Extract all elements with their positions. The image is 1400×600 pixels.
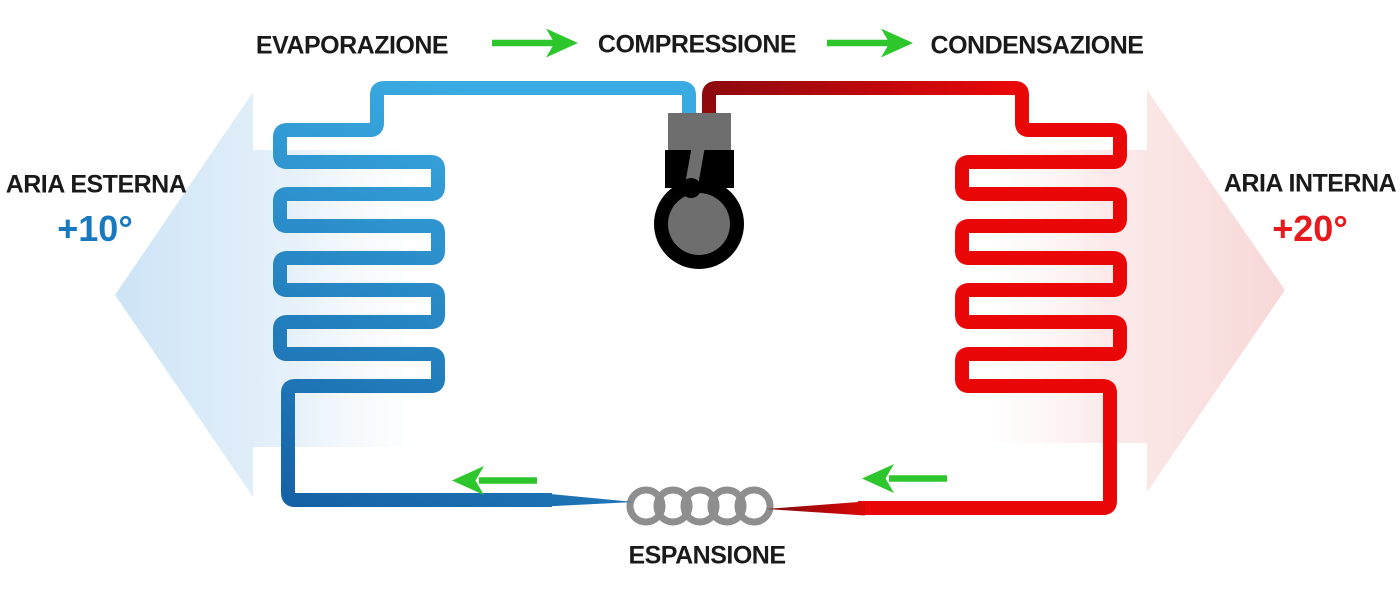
flow-arrow-right-icon (827, 28, 913, 58)
evaporator-coil-icon (273, 81, 696, 507)
compressor-icon (654, 113, 744, 269)
outside-air-temperature: +10° (57, 208, 133, 249)
flow-arrow-right-icon (492, 28, 578, 58)
stage-label-expansion: ESPANSIONE (628, 541, 786, 570)
outside-air-label: ARIA ESTERNA (5, 170, 187, 199)
inside-air-temperature: +20° (1272, 208, 1348, 249)
condenser-coil-icon (702, 81, 1127, 516)
expansion-valve-icon (626, 486, 774, 526)
flow-arrow-left-icon (452, 466, 537, 495)
stage-label-compression: COMPRESSIONE (597, 30, 797, 59)
inside-air-label: ARIA INTERNA (1223, 169, 1397, 198)
flow-arrow-left-icon (862, 464, 947, 493)
stage-label-condensation: CONDENSAZIONE (930, 31, 1144, 60)
flow-arrows (452, 28, 947, 495)
stage-label-evaporation: EVAPORAZIONE (255, 31, 449, 60)
